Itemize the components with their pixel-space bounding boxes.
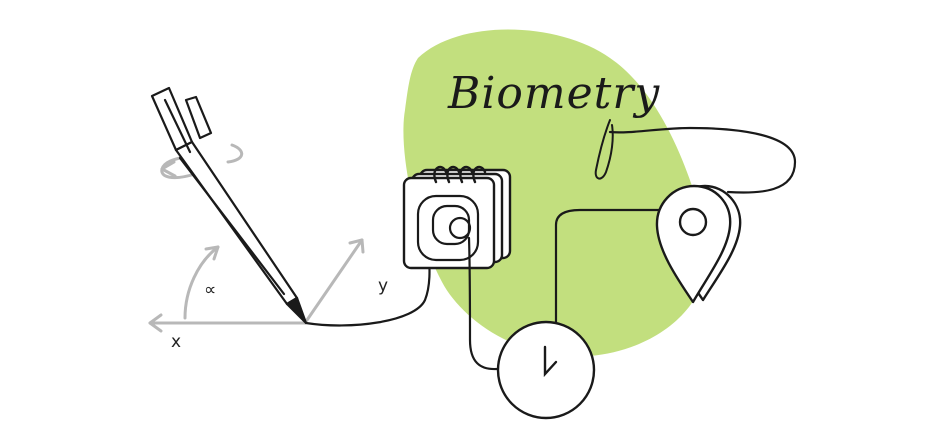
ink-line-clock-to-pin	[554, 208, 664, 324]
ink-line-pin-to-title	[608, 126, 797, 194]
title-biometry: Biometry	[448, 68, 661, 119]
angle-arc-arrowhead	[204, 245, 220, 261]
rotation-arrow-icon	[160, 143, 244, 180]
title-flourish	[594, 119, 614, 180]
axis-label-y: y	[378, 276, 389, 296]
angle-label: ∝	[204, 280, 217, 300]
x-axis-arrowhead	[148, 313, 163, 333]
location-pin-icon	[655, 184, 742, 304]
fingerprint-icon	[416, 194, 480, 262]
angle-arc	[183, 245, 220, 320]
pen-icon	[150, 86, 308, 325]
y-axis	[303, 238, 364, 325]
coordinate-axes	[148, 238, 365, 333]
y-axis-arrowhead	[348, 238, 365, 254]
axis-label-x: x	[171, 332, 182, 352]
background-blob	[403, 29, 708, 357]
ink-line-notebook-to-clock	[467, 236, 499, 371]
clock-icon	[496, 320, 596, 420]
